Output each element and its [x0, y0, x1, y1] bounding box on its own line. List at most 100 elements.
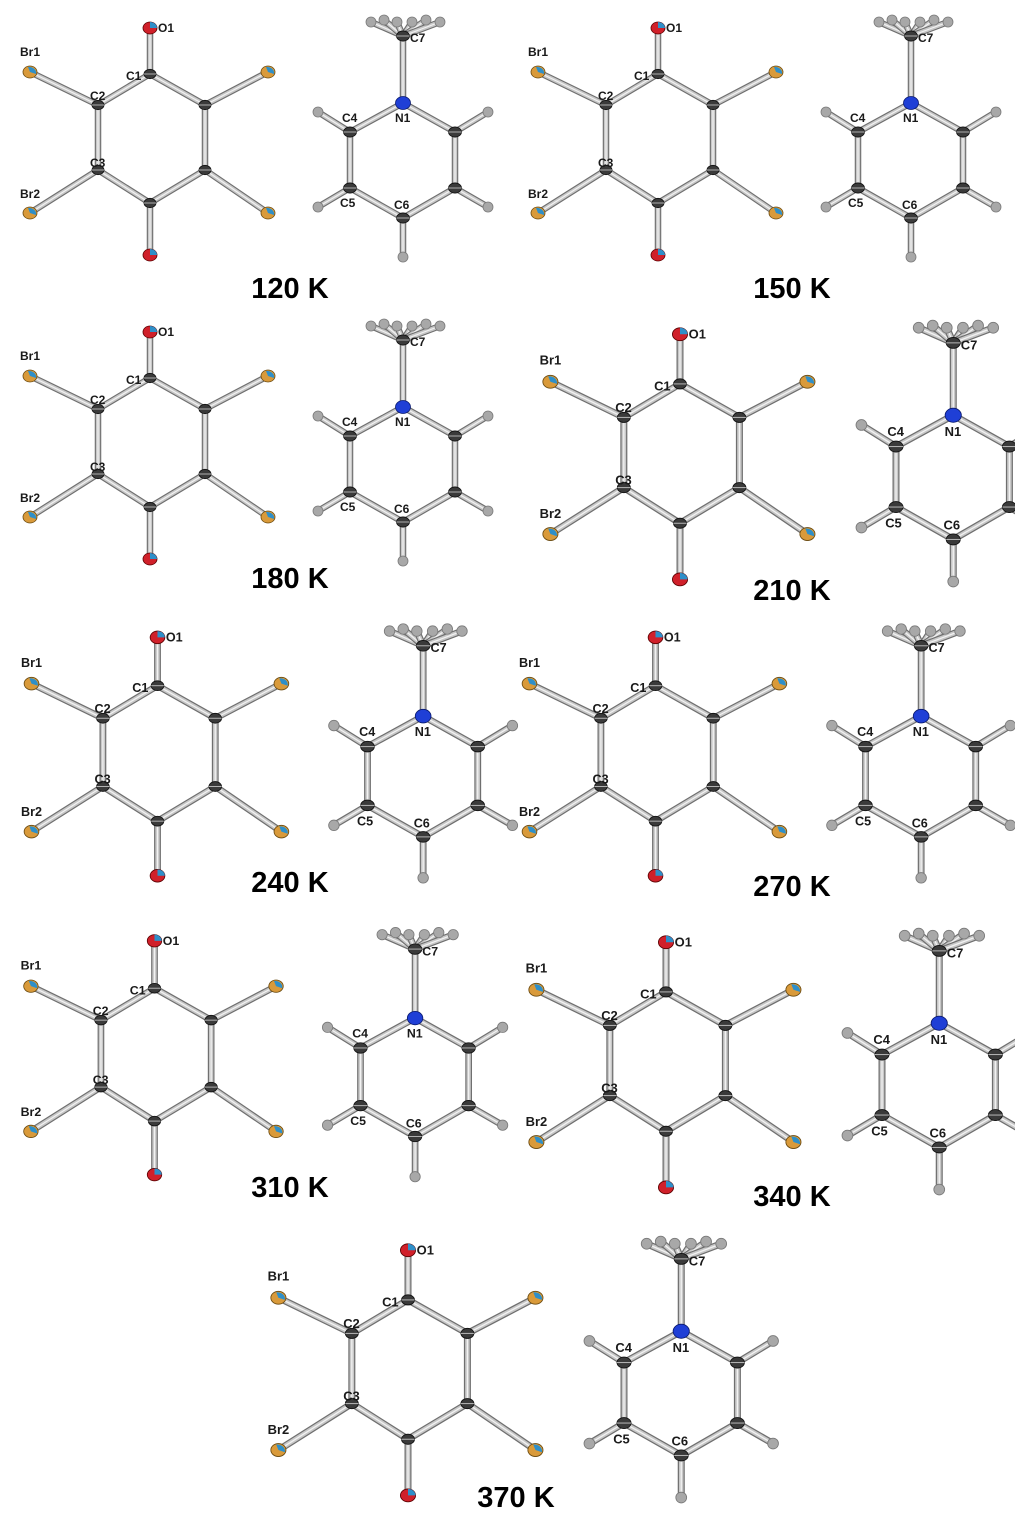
- bond: [97, 73, 151, 106]
- atom-label-c4: C4: [352, 1027, 368, 1041]
- hydrogen-atom: [426, 625, 439, 637]
- bond: [29, 473, 99, 518]
- bond: [30, 1086, 102, 1133]
- hydrogen-atom: [873, 16, 885, 28]
- bond: [724, 1094, 795, 1143]
- hydrogen-atom: [312, 201, 324, 213]
- bond: [422, 804, 479, 838]
- atom-label-c3: C3: [343, 1388, 360, 1403]
- hydrogen-atom: [915, 872, 927, 884]
- atom-label-c5: C5: [855, 814, 871, 828]
- bond: [153, 987, 212, 1021]
- bond: [535, 989, 611, 1027]
- hydrogen-atom: [409, 1171, 421, 1183]
- atom-label-c5: C5: [350, 1114, 366, 1128]
- hydrogen-atom: [895, 623, 907, 635]
- hydrogen-atom: [675, 1491, 688, 1504]
- bond: [535, 1094, 611, 1143]
- bond: [738, 486, 809, 535]
- bond: [153, 1086, 212, 1122]
- hydrogen-atom: [1004, 719, 1015, 732]
- atom-label-n1: N1: [673, 1340, 690, 1355]
- oxygen-atom-octant: [658, 249, 665, 255]
- bond: [537, 71, 607, 106]
- atom-label-c1: C1: [654, 378, 671, 393]
- bond: [210, 985, 277, 1021]
- nitrogen-atom: [672, 1323, 690, 1339]
- hydrogen-atom: [912, 927, 925, 940]
- nitrogen-atom: [930, 1015, 948, 1031]
- bond: [600, 785, 657, 822]
- bond: [895, 414, 954, 448]
- bond: [29, 169, 99, 214]
- hydrogen-atom: [942, 16, 954, 28]
- atom-label-c5: C5: [871, 1124, 888, 1139]
- hydrogen-atom: [418, 929, 430, 941]
- atom-label-c6: C6: [406, 1116, 422, 1130]
- hydrogen-atom: [391, 320, 403, 332]
- hydrogen-atom: [912, 321, 925, 334]
- atom-label-n1: N1: [931, 1032, 948, 1047]
- bond: [214, 682, 283, 719]
- oxygen-atom-octant: [157, 631, 165, 638]
- atom-label-o1: O1: [417, 1243, 434, 1258]
- bond: [857, 187, 912, 219]
- bond: [149, 377, 206, 410]
- bond: [609, 1094, 667, 1132]
- bromine-atom-octant: [548, 528, 558, 537]
- atom-label-c3: C3: [615, 472, 632, 487]
- hydrogen-atom: [389, 927, 402, 939]
- bond: [605, 73, 659, 106]
- hydrogen-atom: [312, 505, 324, 517]
- hydrogen-atom: [434, 16, 446, 28]
- atom-label-br1: Br1: [540, 352, 562, 367]
- atom-label-o1: O1: [664, 631, 681, 645]
- atom-label-n1: N1: [945, 424, 962, 439]
- oxygen-atom-octant: [680, 327, 688, 335]
- bromine-atom-octant: [548, 376, 558, 384]
- atom-label-c4: C4: [342, 111, 358, 125]
- hydrogen-atom: [881, 625, 894, 637]
- bromine-atom-octant: [266, 370, 275, 378]
- hydrogen-atom: [700, 1235, 712, 1248]
- bromine-atom-octant: [777, 678, 786, 686]
- nitrogen-atom: [406, 1010, 424, 1026]
- hydrogen-atom: [914, 16, 926, 28]
- atom-label-c4: C4: [850, 111, 866, 125]
- bond: [712, 785, 781, 833]
- bromine-atom-octant: [791, 1136, 801, 1145]
- bromine-atom-octant: [276, 1444, 286, 1453]
- bond: [277, 1402, 353, 1451]
- hydrogen-atom: [640, 1237, 653, 1250]
- bond: [149, 473, 206, 508]
- atom-label-c6: C6: [930, 1126, 947, 1141]
- atom-label-c4: C4: [615, 1340, 632, 1355]
- hydrogen-atom: [855, 521, 868, 534]
- atom-label-br2: Br2: [21, 805, 42, 819]
- atom-label-c7: C7: [689, 1253, 706, 1268]
- bond: [528, 682, 602, 719]
- hydrogen-atom: [1004, 819, 1015, 832]
- hydrogen-atom: [328, 719, 340, 732]
- hydrogen-atom: [433, 927, 445, 939]
- hydrogen-atom: [957, 321, 969, 334]
- hydrogen-atom: [417, 872, 429, 884]
- atom-label-br1: Br1: [20, 349, 40, 363]
- bond: [359, 1017, 416, 1049]
- atom-label-o1: O1: [163, 934, 180, 948]
- hydrogen-atom: [376, 929, 388, 941]
- bond: [351, 1299, 409, 1335]
- atom-label-c5: C5: [848, 196, 864, 210]
- oxygen-atom-octant: [154, 934, 162, 941]
- atom-label-c7: C7: [947, 945, 964, 960]
- bond: [414, 1105, 470, 1138]
- bromine-atom-octant: [536, 66, 545, 74]
- atom-label-n1: N1: [407, 1027, 423, 1041]
